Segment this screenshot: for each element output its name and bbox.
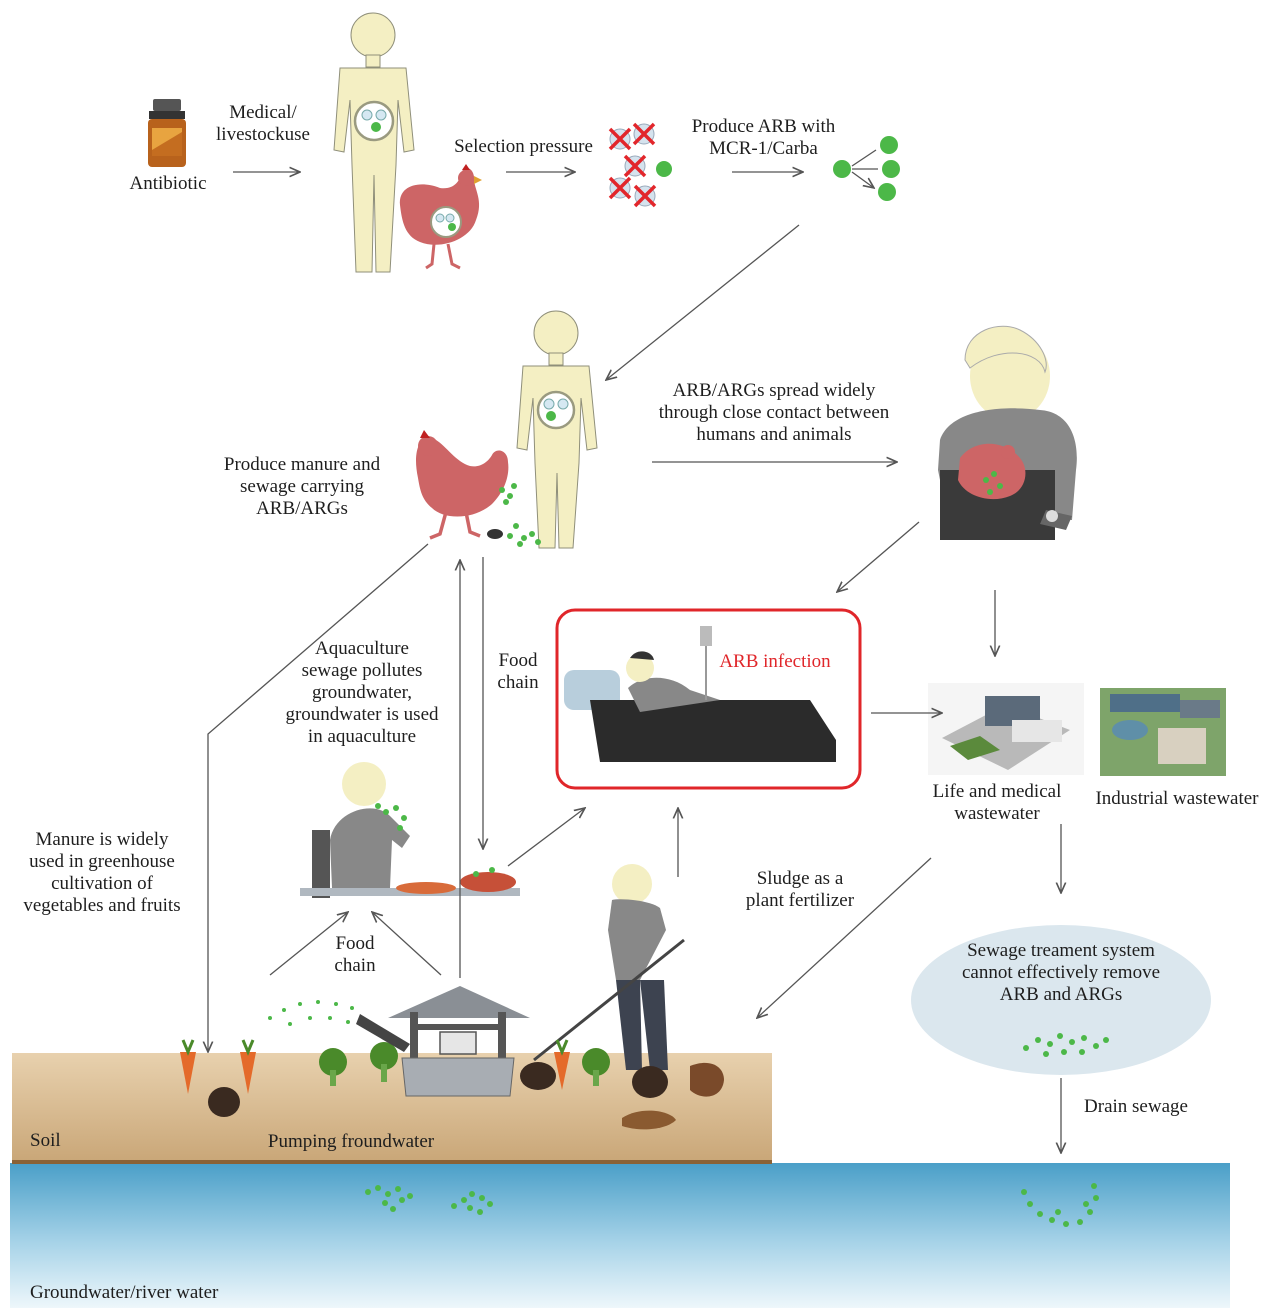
label-medical-use: Medical/ livestockuse (216, 102, 310, 145)
label-industrial: Industrial wastewater (1095, 788, 1259, 809)
label-spread: ARB/ARGs spread widely through close con… (658, 380, 890, 445)
eating-bacteria (375, 803, 495, 877)
carrot-icon (240, 1039, 256, 1094)
farmer-with-hoe (533, 864, 724, 1130)
label-aquaculture: Aquaculture sewage pollutes groundwater,… (285, 638, 439, 747)
bacteria-dot (435, 213, 445, 223)
farmer-with-chicken (938, 325, 1077, 540)
soil-edge (12, 1160, 772, 1164)
bacteria-dot (543, 398, 555, 410)
label-manure-greenhouse: Manure is widely used in greenhouse cult… (23, 829, 181, 916)
label-sewage-system: Sewage treament system cannot effectivel… (962, 940, 1160, 1005)
manure-pile (487, 529, 503, 539)
groundwater-layer (10, 1163, 1230, 1308)
label-soil: Soil (30, 1130, 61, 1151)
broccoli-icon (370, 1042, 398, 1082)
sewage-treatment-ellipse (911, 925, 1211, 1075)
bacteria-dot (445, 213, 455, 223)
bacteria-dot (448, 223, 456, 231)
bacteria-dot (371, 122, 381, 132)
gut-bacteria-circle-chicken (430, 206, 462, 238)
label-sludge: Sludge as a plant fertilizer (745, 868, 855, 911)
life-medical-wastewater-image (928, 683, 1084, 775)
water-bacteria-2 (451, 1191, 493, 1215)
industrial-wastewater-image (1100, 688, 1226, 776)
human-figure-top (333, 12, 415, 273)
label-selection-pressure: Selection pressure (454, 136, 593, 157)
broccoli-icon (582, 1048, 610, 1086)
manure-ball (520, 1062, 556, 1090)
label-arb-infection: ARB infection (719, 651, 831, 672)
sewage-bacteria (1023, 1033, 1109, 1057)
antibiotic-bottle-icon (148, 99, 186, 167)
bacteria-dot (557, 398, 569, 410)
flow-arrows (208, 172, 1061, 1153)
chicken-figure-middle (416, 430, 509, 540)
label-groundwater: Groundwater/river water (30, 1282, 219, 1303)
bacteria-dot (361, 109, 373, 121)
killed-bacteria-icons (608, 122, 672, 208)
gut-bacteria-circle-middle (536, 390, 576, 430)
manure-bacteria (499, 483, 541, 547)
label-antibiotic: Antibiotic (129, 173, 207, 194)
human-figure-middle (516, 310, 598, 549)
hose-icon (356, 1014, 410, 1052)
bacteria-dot (375, 109, 387, 121)
manure-ball (208, 1087, 240, 1117)
water-bacteria-1 (365, 1185, 413, 1212)
label-pumping: Pumping froundwater (267, 1131, 435, 1152)
water-well-icon (388, 986, 530, 1097)
label-life-medical: Life and medical wastewater (932, 781, 1062, 824)
carrot-icon (554, 1039, 570, 1090)
person-eating-icon (300, 762, 520, 898)
hospital-patient-icon (564, 626, 836, 762)
hose-spray (268, 1000, 354, 1026)
carrot-icon (180, 1039, 196, 1094)
label-produce-arb: Produce ARB with MCR-1/Carba (691, 116, 836, 159)
bacteria-dot (546, 411, 556, 421)
label-food-chain-top: Food chain (497, 650, 539, 693)
label-drain-sewage: Drain sewage (1084, 1096, 1188, 1117)
water-bacteria-3 (1021, 1183, 1099, 1227)
broccoli-icon (319, 1048, 347, 1086)
gut-bacteria-circle-top (353, 100, 395, 142)
label-manure-sewage: Produce manure and sewage carrying ARB/A… (223, 454, 381, 519)
farmer-bacteria (983, 471, 1003, 495)
arb-replication-icon (833, 136, 900, 201)
label-food-chain-bottom: Food chain (334, 933, 376, 976)
